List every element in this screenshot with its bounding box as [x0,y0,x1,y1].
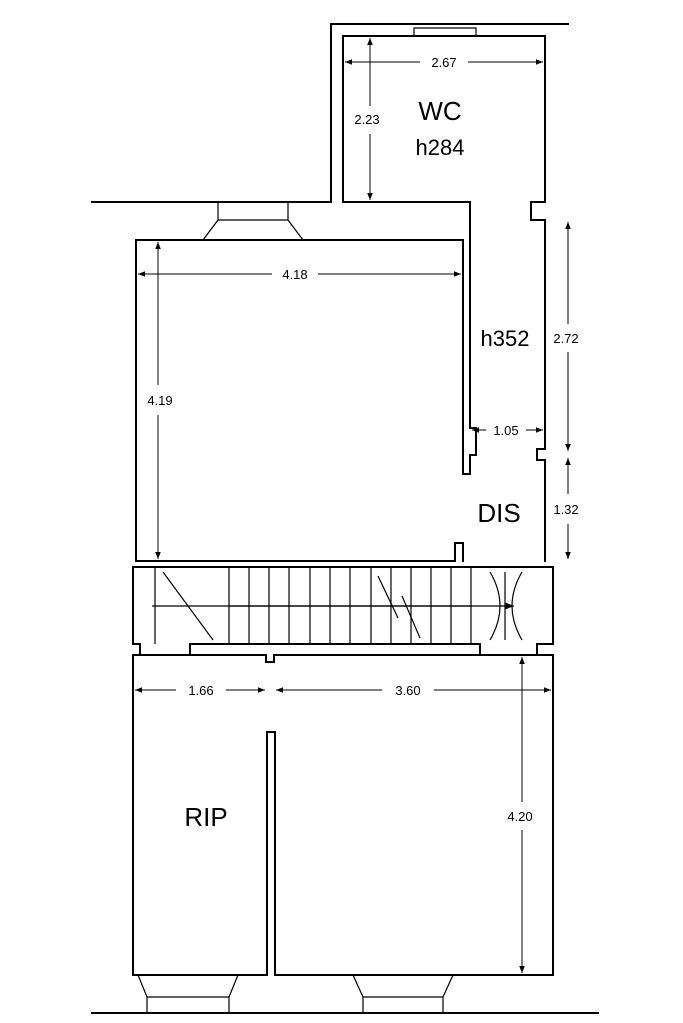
dim-corridor-width: 1.05 [493,423,518,438]
room-height-wc: h284 [416,135,465,160]
wc-window [414,28,476,36]
dim-dis-depth: 1.32 [553,502,578,517]
room-label-dis: DIS [477,498,520,528]
dim-room-depth: 4.19 [147,393,172,408]
room-label-rip: RIP [184,802,227,832]
dim-lower-depth: 4.20 [507,809,532,824]
dim-lower-right-width: 3.60 [395,683,420,698]
dimension-lines [135,38,571,973]
outer-walls [92,24,568,561]
room-height-corridor: h352 [481,326,530,351]
room-window [203,202,303,240]
dim-room-width: 4.18 [282,267,307,282]
bottom-window-right [353,975,453,1013]
lower-floor [92,655,598,1013]
dim-corridor-length: 2.72 [553,331,578,346]
dim-wc-width: 2.67 [431,55,456,70]
dim-wc-depth: 2.23 [354,112,379,127]
bottom-window-left [138,975,238,1013]
dim-rip-width: 1.66 [188,683,213,698]
staircase [133,567,553,655]
room-label-wc: WC [418,96,461,126]
